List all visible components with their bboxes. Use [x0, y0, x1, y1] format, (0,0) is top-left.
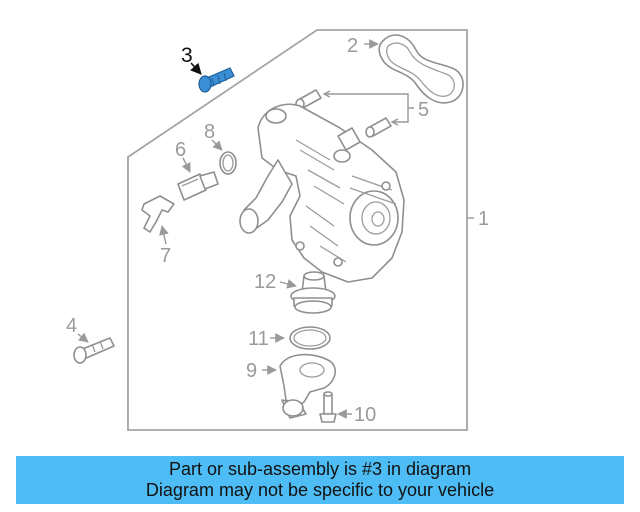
banner-line-part: Part or sub-assembly is #3 in diagram	[168, 459, 472, 479]
callout-1: 1	[478, 208, 489, 230]
bolt-part-4	[73, 337, 115, 364]
gasket-part-2	[378, 34, 464, 104]
cover-part-9	[279, 353, 336, 419]
oring-part-8	[219, 151, 237, 175]
leader-5	[324, 93, 414, 123]
callout-10: 10	[354, 404, 376, 426]
pump-housing-part-1	[239, 103, 405, 283]
callout-5: 5	[418, 99, 429, 121]
leader-8	[211, 139, 223, 151]
callout-9: 9	[246, 360, 257, 382]
bolt-part-10	[319, 391, 337, 423]
banner-line-disclaimer: Diagram may not be specific to your vehi…	[145, 480, 495, 500]
info-banner: Part or sub-assembly is #3 in diagram Di…	[16, 456, 624, 504]
callout-4: 4	[66, 315, 77, 337]
leader-7	[159, 225, 169, 245]
leader-3	[190, 62, 202, 75]
parts-diagram: 1 2 5 3 8 6 7	[66, 29, 489, 431]
oring-part-11	[289, 326, 331, 350]
thermostat-part-12	[290, 271, 336, 314]
dowel-pins-part-5	[295, 89, 392, 138]
sensor-part-6	[177, 171, 219, 201]
callout-3: 3	[181, 44, 193, 67]
clip-part-7	[141, 195, 175, 233]
callout-2: 2	[347, 35, 358, 57]
leader-4	[77, 332, 89, 343]
callout-12: 12	[254, 271, 276, 293]
callout-7: 7	[160, 245, 171, 267]
assembly-frame	[127, 29, 468, 431]
callout-6: 6	[175, 139, 186, 161]
callout-11: 11	[248, 328, 269, 350]
callout-8: 8	[204, 121, 215, 143]
leader-12	[279, 279, 297, 289]
leader-6	[181, 157, 191, 173]
bolt-part-3	[198, 67, 235, 93]
